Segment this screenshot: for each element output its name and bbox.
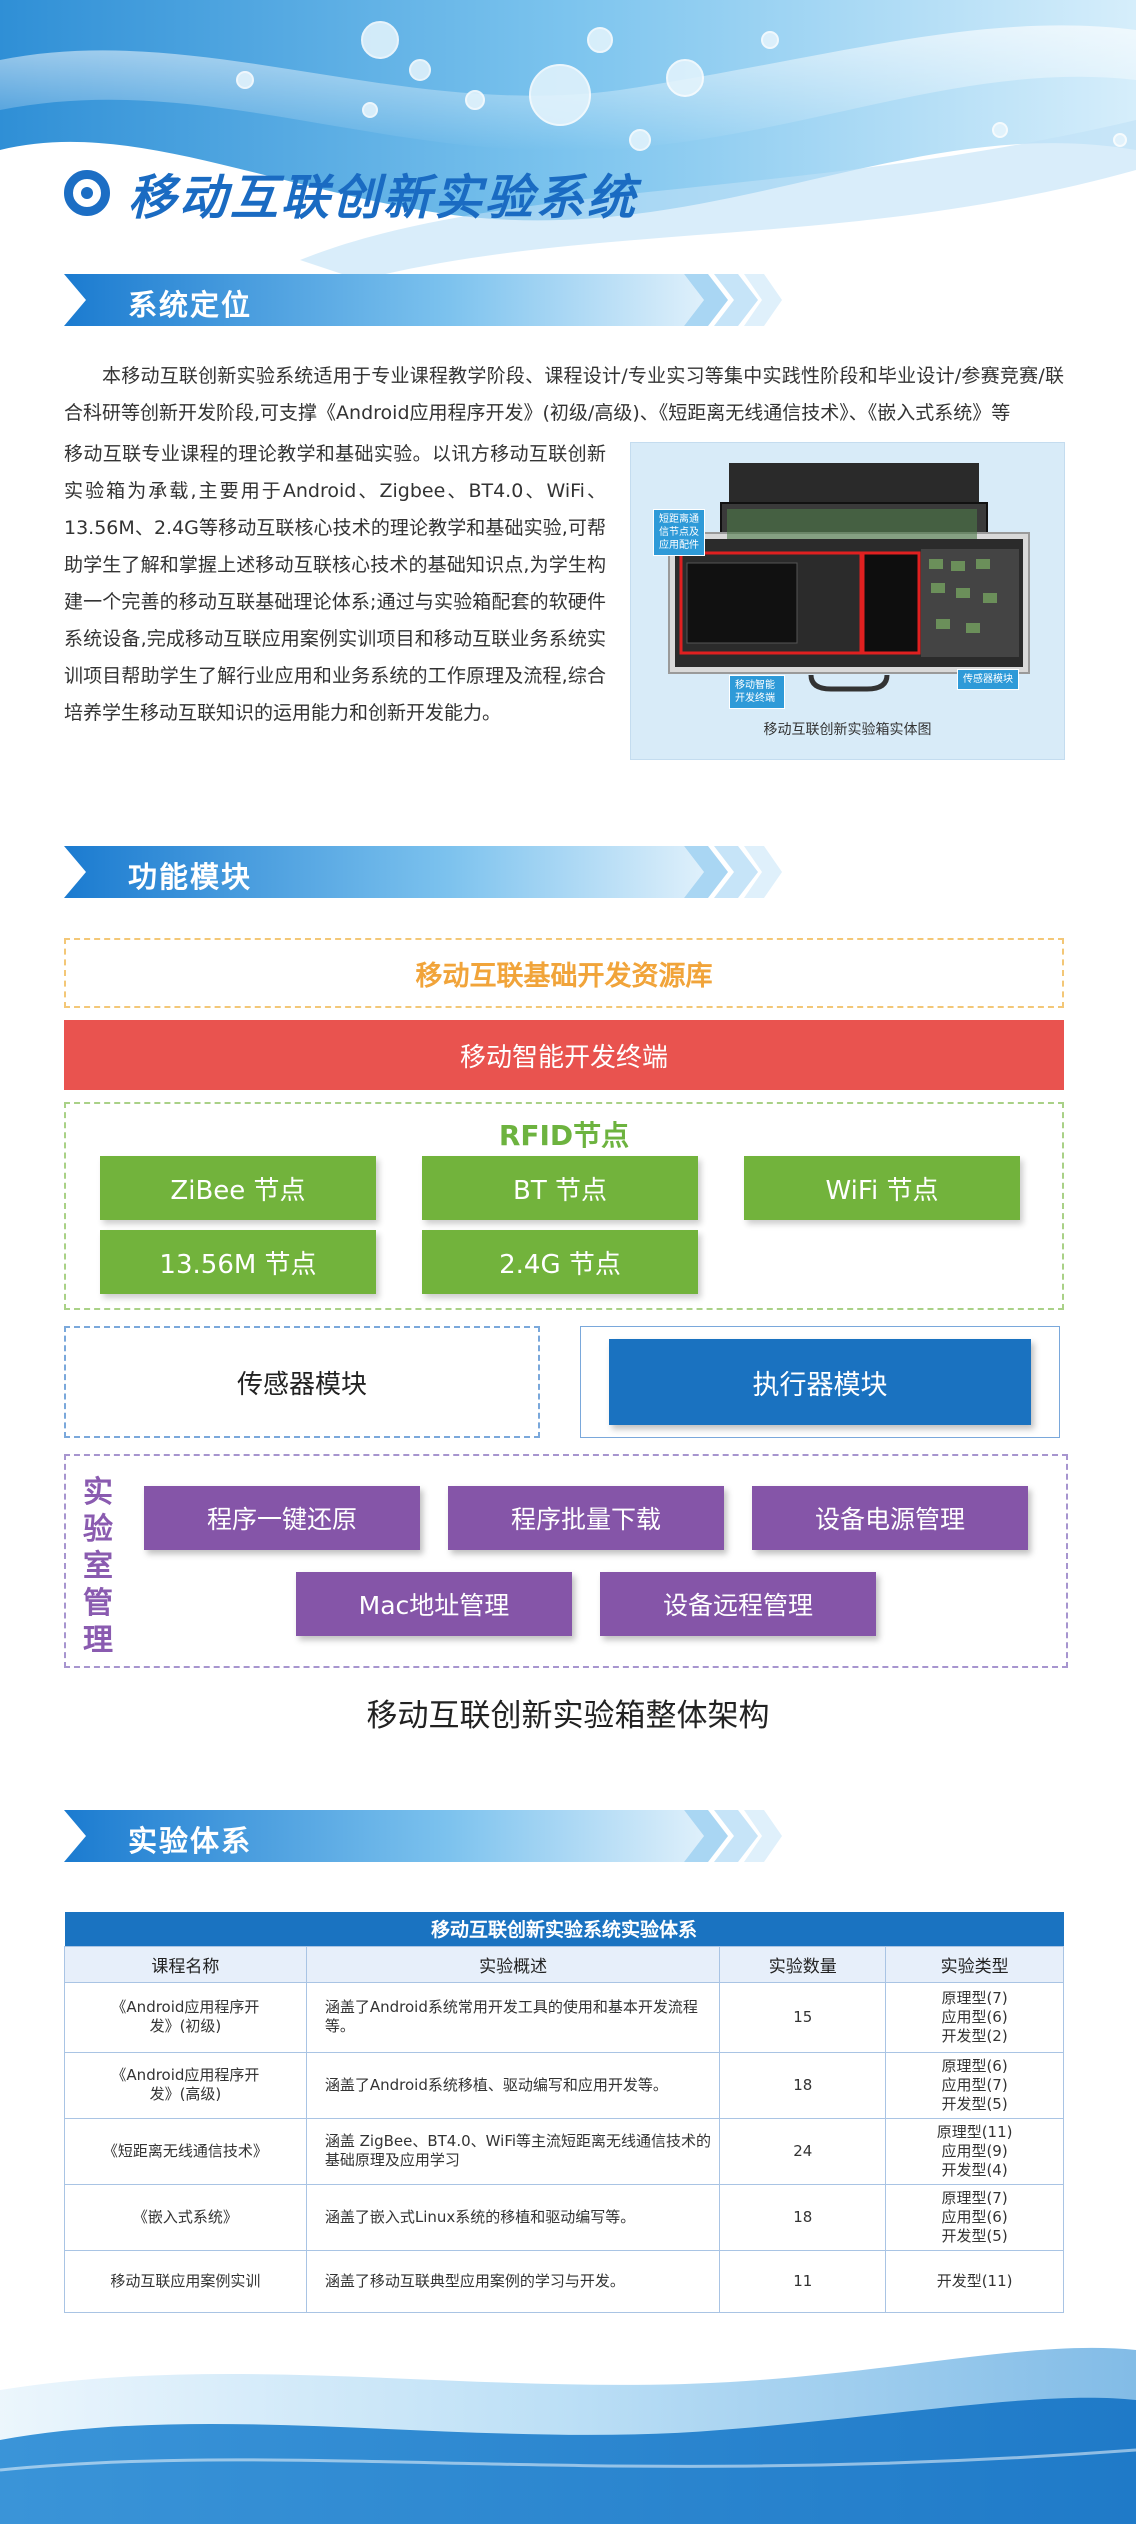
table-header-course: 课程名称: [64, 1945, 307, 1983]
page-title: 移动互联创新实验系统: [128, 170, 639, 226]
rfid-title: RFID节点: [498, 1119, 630, 1152]
table-row: 《Android应用程序开发》(初级) 涵盖了Android系统常用开发工具的使…: [64, 1981, 1064, 2053]
course-desc: 涵盖了Android系统常用开发工具的使用和基本开发流程等。: [305, 1981, 721, 2053]
type-item: 开发型(4): [941, 2160, 1008, 2179]
type-item: 原理型(7): [941, 1988, 1008, 2007]
course-types: 原理型(11) 应用型(9) 开发型(4): [885, 2117, 1064, 2185]
section-header-modules: 功能模块: [64, 846, 784, 898]
lab-item-batch-download: 程序批量下载: [448, 1486, 724, 1550]
page-header: 移动互联创新实验系统: [64, 158, 638, 228]
type-item: 开发型(5): [941, 2226, 1008, 2245]
module-resource-label: 移动互联基础开发资源库: [415, 960, 713, 992]
section-title: 系统定位: [128, 288, 253, 322]
lab-item-mac-management: Mac地址管理: [296, 1572, 572, 1636]
course-desc: 涵盖了Android系统移植、驱动编写和应用开发等。: [305, 2051, 721, 2119]
type-item: 应用型(9): [941, 2141, 1008, 2160]
course-count: 18: [719, 2051, 887, 2119]
course-types: 开发型(11): [885, 2249, 1064, 2313]
photo-tag-sensor: 传感器模块: [957, 669, 1019, 690]
photo-tag-nodes: 短距离通信节点及应用配件: [653, 509, 705, 556]
course-types: 原理型(7) 应用型(6) 开发型(2): [885, 1981, 1064, 2053]
type-item: 开发型(5): [941, 2094, 1008, 2113]
course-name: 《嵌入式系统》: [64, 2183, 307, 2251]
course-types: 原理型(7) 应用型(6) 开发型(5): [885, 2183, 1064, 2251]
table-row: 《短距离无线通信技术》 涵盖 ZigBee、BT4.0、WiFi等主流短距离无线…: [64, 2117, 1064, 2185]
section-header-positioning: 系统定位: [64, 274, 784, 326]
photo-caption: 移动互联创新实验箱实体图: [763, 722, 932, 738]
node-wifi: WiFi 节点: [744, 1156, 1020, 1220]
module-actuator-frame: 执行器模块: [580, 1326, 1060, 1438]
photo-tag-terminal: 移动智能开发终端: [729, 675, 785, 709]
course-count: 18: [719, 2183, 887, 2251]
footer-background: [0, 2330, 1136, 2524]
section-title: 实验体系: [128, 1824, 253, 1858]
type-item: 应用型(6): [941, 2007, 1008, 2026]
intro-paragraph: 本移动互联创新实验系统适用于专业课程教学阶段、课程设计/专业实习等集中实践性阶段…: [64, 365, 1064, 424]
node-13-56m: 13.56M 节点: [100, 1230, 376, 1294]
course-count: 24: [719, 2117, 887, 2185]
module-rfid-group: RFID节点 ZiBee 节点 BT 节点 WiFi 节点 13.56M 节点 …: [64, 1102, 1064, 1310]
type-item: 应用型(6): [941, 2207, 1008, 2226]
header-background: [0, 0, 1136, 300]
course-name: 移动互联应用案例实训: [64, 2249, 307, 2313]
section-banner-arrow-icon: [64, 274, 782, 326]
section-header-experiments: 实验体系: [64, 1810, 784, 1862]
course-count: 11: [719, 2249, 887, 2313]
type-item: 开发型(2): [941, 2026, 1008, 2045]
lab-item-power-management: 设备电源管理: [752, 1486, 1028, 1550]
module-lab-management: 实验室管理 程序一键还原 程序批量下载 设备电源管理 Mac地址管理 设备远程管…: [64, 1454, 1068, 1668]
table-row: 《嵌入式系统》 涵盖了嵌入式Linux系统的移植和驱动编写等。 18 原理型(7…: [64, 2183, 1064, 2251]
table-header-type: 实验类型: [885, 1945, 1064, 1983]
table-row: 移动互联应用案例实训 涵盖了移动互联典型应用案例的学习与开发。 11 开发型(1…: [64, 2249, 1064, 2313]
course-desc: 涵盖了嵌入式Linux系统的移植和驱动编写等。: [305, 2183, 721, 2251]
section-banner-arrow-icon: [64, 846, 782, 898]
table-row: 《Android应用程序开发》(高级) 涵盖了Android系统移植、驱动编写和…: [64, 2051, 1064, 2119]
section-banner-arrow-icon: [64, 1810, 782, 1862]
architecture-caption: 移动互联创新实验箱整体架构: [366, 1698, 770, 1734]
module-resource-library: 移动互联基础开发资源库: [64, 938, 1064, 1008]
lab-item-one-key-restore: 程序一键还原: [144, 1486, 420, 1550]
course-name: 《Android应用程序开发》(高级): [64, 2051, 307, 2119]
table-header-summary: 实验概述: [305, 1945, 721, 1983]
module-smart-terminal: 移动智能开发终端: [64, 1020, 1064, 1090]
experiment-table: 移动互联创新实验系统实验体系 课程名称 实验概述 实验数量 实验类型 《Andr…: [64, 1912, 1064, 2313]
module-sensor: 传感器模块: [64, 1326, 540, 1438]
experiment-box-photo: 短距离通信节点及应用配件 移动智能开发终端 传感器模块 移动互联创新实验箱实体图: [630, 442, 1065, 760]
lab-item-remote-management: 设备远程管理: [600, 1572, 876, 1636]
node-bt: BT 节点: [422, 1156, 698, 1220]
type-item: 原理型(11): [936, 2122, 1013, 2141]
type-item: 开发型(11): [936, 2271, 1013, 2290]
intro-paragraph-continued: 移动互联专业课程的理论教学和基础实验。以讯方移动互联创新实验箱为承载,主要用于A…: [64, 443, 606, 724]
node-zibee: ZiBee 节点: [100, 1156, 376, 1220]
course-desc: 涵盖 ZigBee、BT4.0、WiFi等主流短距离无线通信技术的基础原理及应用…: [305, 2117, 721, 2185]
course-types: 原理型(6) 应用型(7) 开发型(5): [885, 2051, 1064, 2119]
section-title: 功能模块: [128, 860, 253, 894]
type-item: 应用型(7): [941, 2075, 1008, 2094]
module-actuator: 执行器模块: [609, 1339, 1031, 1425]
title-circle-icon: [64, 170, 110, 216]
type-item: 原理型(6): [941, 2056, 1008, 2075]
lab-management-label: 实验室管理: [83, 1475, 113, 1658]
table-title: 移动互联创新实验系统实验体系: [64, 1912, 1064, 1946]
type-item: 原理型(7): [941, 2188, 1008, 2207]
table-header-count: 实验数量: [719, 1945, 887, 1983]
course-desc: 涵盖了移动互联典型应用案例的学习与开发。: [305, 2249, 721, 2313]
node-2-4g: 2.4G 节点: [422, 1230, 698, 1294]
course-name: 《短距离无线通信技术》: [64, 2117, 307, 2185]
course-count: 15: [719, 1981, 887, 2053]
course-name: 《Android应用程序开发》(初级): [64, 1981, 307, 2053]
